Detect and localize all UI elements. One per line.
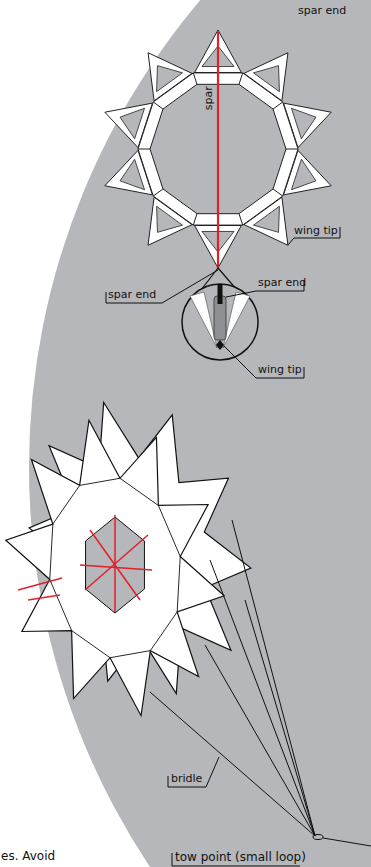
- part-label: spar: [203, 86, 216, 110]
- bridle-line: [245, 600, 315, 836]
- frame-joint: [273, 189, 283, 196]
- spar: [80, 565, 152, 570]
- spar: [28, 595, 60, 600]
- part-label: spar end: [298, 5, 346, 18]
- wing-panel: [291, 108, 315, 138]
- frame-joint: [193, 214, 197, 225]
- wing-tip: [216, 340, 224, 350]
- frame-edge: [53, 485, 80, 524]
- spar: [114, 515, 116, 612]
- part-label: wing tip: [258, 364, 302, 377]
- part-label: spar end: [108, 289, 156, 302]
- spar: [217, 32, 219, 267]
- frame-joint: [239, 214, 243, 225]
- spar: [218, 284, 223, 304]
- wing-panel: [223, 292, 250, 348]
- frame-edge: [177, 556, 180, 611]
- tow-point-label: tow point (small loop): [175, 851, 306, 865]
- spar-end-detail: [182, 268, 258, 360]
- wing-panel: [120, 108, 144, 138]
- leader-line: [106, 270, 218, 303]
- frame-joint: [193, 73, 197, 84]
- frame-joint: [153, 102, 163, 109]
- leader-line: [224, 346, 304, 378]
- spar: [18, 578, 62, 590]
- zoom-circle: [182, 284, 258, 360]
- bridle-line: [232, 520, 315, 836]
- flying-line: [323, 838, 371, 846]
- frame-joint: [239, 73, 243, 84]
- leader-line: [168, 757, 219, 787]
- kite-front-layer: [6, 420, 224, 715]
- bridle-line: [205, 645, 315, 836]
- star-kite-side-view: [6, 402, 371, 846]
- spar: [85, 535, 148, 590]
- part-label: wing tip: [294, 225, 338, 238]
- frame-edge: [50, 524, 53, 579]
- frame-edge: [50, 580, 72, 631]
- bridle-line: [210, 560, 315, 836]
- frame-joint: [286, 149, 298, 150]
- grey-ground: [29, 0, 371, 867]
- frame-edge: [150, 612, 177, 651]
- frame-joint: [273, 102, 283, 109]
- leader-lines: [106, 227, 340, 866]
- wing-panel: [190, 292, 217, 348]
- tow-loop: [313, 835, 323, 840]
- frame-joint: [138, 149, 150, 150]
- bridle-line: [150, 692, 315, 836]
- frame-edge: [158, 505, 180, 556]
- part-label: bridle: [171, 773, 202, 786]
- frame-edge: [120, 478, 158, 505]
- frame-joint: [153, 189, 163, 196]
- wing-panel: [120, 159, 144, 189]
- part-label: spar end: [258, 277, 306, 290]
- frame-edge: [80, 478, 120, 485]
- frame-edge: [110, 651, 150, 658]
- frame-edge: [72, 631, 110, 658]
- cut-off-note: es. Avoid: [1, 850, 55, 864]
- wing-panel: [291, 159, 315, 189]
